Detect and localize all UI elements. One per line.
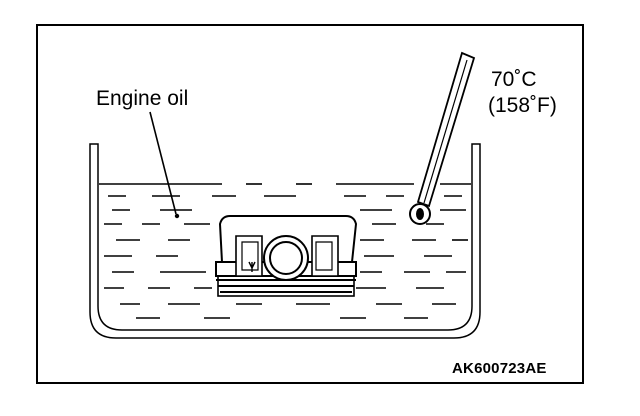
thermometer-icon [409, 51, 476, 225]
figure-code: AK600723AE [452, 360, 547, 377]
oil-container [89, 143, 481, 339]
figure-frame [36, 24, 584, 384]
engine-oil-leader [149, 111, 177, 215]
temperature-fahrenheit-label: (158˚F) [488, 94, 557, 117]
oil-dashes [104, 195, 468, 319]
engine-oil-label: Engine oil [96, 87, 189, 110]
engine-oil-leader-dot [174, 213, 180, 219]
temperature-celsius-label: 70˚C [491, 68, 537, 91]
piston-icon [215, 215, 358, 297]
